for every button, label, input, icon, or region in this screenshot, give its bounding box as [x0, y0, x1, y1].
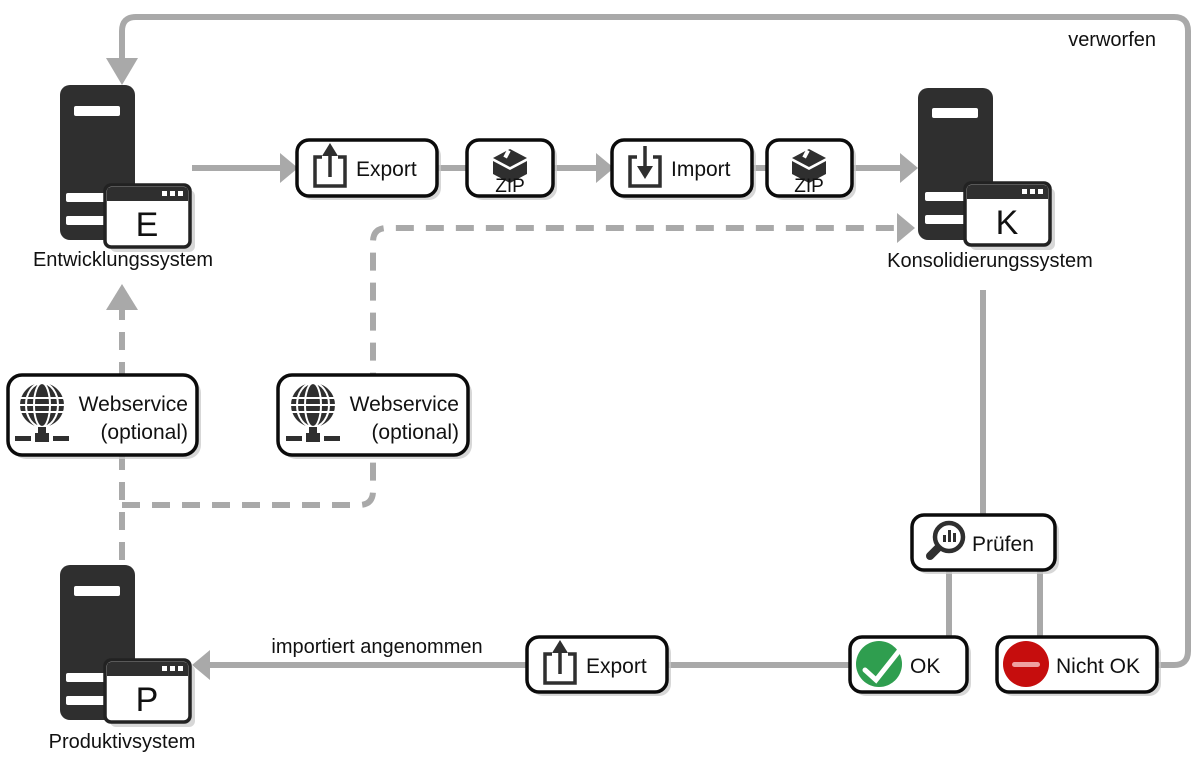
step-label-line1: Webservice	[350, 393, 459, 416]
step-label-line1: Webservice	[79, 393, 188, 416]
step-nicht-ok: Nicht OK	[995, 635, 1161, 696]
magnifier-icon	[926, 520, 966, 560]
system-name: Entwicklungssystem	[33, 249, 213, 271]
globe-icon	[15, 382, 69, 442]
window-dot	[162, 666, 167, 671]
globe-icon	[286, 382, 340, 442]
step-label: Import	[671, 158, 731, 181]
window-titlebar	[107, 187, 188, 201]
system-letter: E	[136, 206, 159, 244]
arrowhead-into-konsolidierung	[900, 153, 918, 183]
arrowhead-into-produktiv	[192, 650, 210, 680]
step-label: Export	[356, 158, 417, 181]
package-icon	[493, 149, 527, 183]
step-webservice-middle: Webservice (optional)	[276, 373, 472, 459]
export-icon	[313, 143, 347, 188]
system-letter: K	[996, 204, 1019, 242]
step-ok: OK	[848, 635, 971, 696]
import-icon	[628, 146, 662, 188]
connector-dashed-to-k	[122, 225, 897, 508]
step-label: Nicht OK	[1056, 655, 1140, 678]
server-slot	[66, 216, 108, 225]
node-konsolidierungssystem: K Konsolidierungssystem	[887, 88, 1093, 272]
window-dot	[1038, 189, 1043, 194]
system-letter: P	[136, 681, 159, 719]
step-label: Export	[586, 655, 647, 678]
arrowhead-dashed-into-konsolidierung	[897, 213, 915, 243]
node-produktivsystem: P Produktivsystem	[49, 565, 196, 753]
node-entwicklungssystem: E Entwicklungssystem	[33, 85, 213, 271]
server-slot	[66, 673, 108, 682]
window-dot	[170, 666, 175, 671]
arrowhead-dashed-into-entwicklung	[106, 284, 138, 310]
window-dot	[162, 191, 167, 196]
step-zip-1: ZIP	[465, 138, 557, 200]
server-slot	[925, 215, 967, 224]
server-slot	[932, 108, 978, 118]
package-icon	[792, 149, 826, 183]
connector-lines	[106, 14, 1191, 680]
step-box	[765, 138, 854, 198]
server-slot	[66, 696, 108, 705]
server-slot	[74, 586, 120, 596]
system-name: Produktivsystem	[49, 731, 196, 753]
server-slot	[66, 193, 108, 202]
step-label-line2: (optional)	[100, 421, 188, 444]
arrowhead-into-import	[596, 153, 614, 183]
step-pruefen: Prüfen	[910, 513, 1059, 574]
step-box	[465, 138, 555, 198]
minus-circle-icon	[1003, 641, 1049, 687]
arrowhead-into-entwicklung-top	[106, 58, 138, 85]
step-webservice-left: Webservice (optional)	[6, 373, 201, 459]
step-label: Prüfen	[972, 533, 1034, 556]
server-slot	[925, 192, 967, 201]
connector-verworfen-loop	[119, 14, 1191, 668]
window-dot	[178, 666, 183, 671]
server-slot	[74, 106, 120, 116]
check-circle-icon	[856, 641, 902, 687]
step-export-bottom: Export	[525, 635, 671, 696]
step-import: Import	[610, 138, 756, 200]
step-label: OK	[910, 655, 940, 678]
step-label-line2: (optional)	[371, 421, 459, 444]
step-label: ZIP	[794, 176, 824, 197]
arrowhead-into-export	[280, 153, 298, 183]
window-dot	[170, 191, 175, 196]
importiert-angenommen-label: importiert angenommen	[271, 636, 482, 658]
export-icon	[543, 640, 577, 685]
step-export-top: Export	[295, 138, 441, 200]
window-dot	[1030, 189, 1035, 194]
window-titlebar	[967, 185, 1048, 199]
step-label: ZIP	[495, 176, 525, 197]
step-zip-2: ZIP	[765, 138, 856, 200]
window-titlebar	[107, 662, 188, 676]
window-dot	[1022, 189, 1027, 194]
verworfen-label: verworfen	[1068, 29, 1156, 51]
window-dot	[178, 191, 183, 196]
system-name: Konsolidierungssystem	[887, 250, 1093, 272]
